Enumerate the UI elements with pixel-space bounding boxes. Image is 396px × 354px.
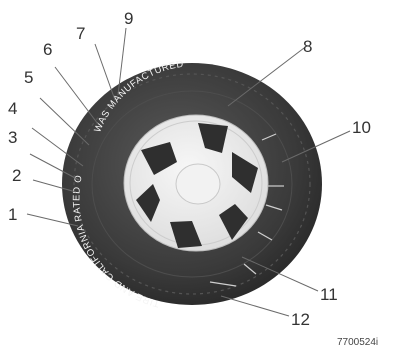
wheel	[124, 115, 268, 251]
callout-5: 5	[24, 68, 33, 87]
callout-3: 3	[8, 128, 17, 147]
callout-10: 10	[352, 118, 371, 137]
figure-code: 7700524i	[337, 337, 378, 348]
callout-2: 2	[12, 166, 21, 185]
callout-7: 7	[76, 24, 85, 43]
callout-11: 11	[320, 285, 338, 304]
callout-6: 6	[43, 40, 52, 59]
callout-1: 1	[8, 205, 17, 224]
wheel-hub	[176, 164, 220, 204]
callout-8: 8	[303, 37, 312, 56]
callout-12: 12	[291, 310, 310, 329]
callout-9: 9	[124, 9, 133, 28]
callout-4: 4	[8, 99, 17, 118]
